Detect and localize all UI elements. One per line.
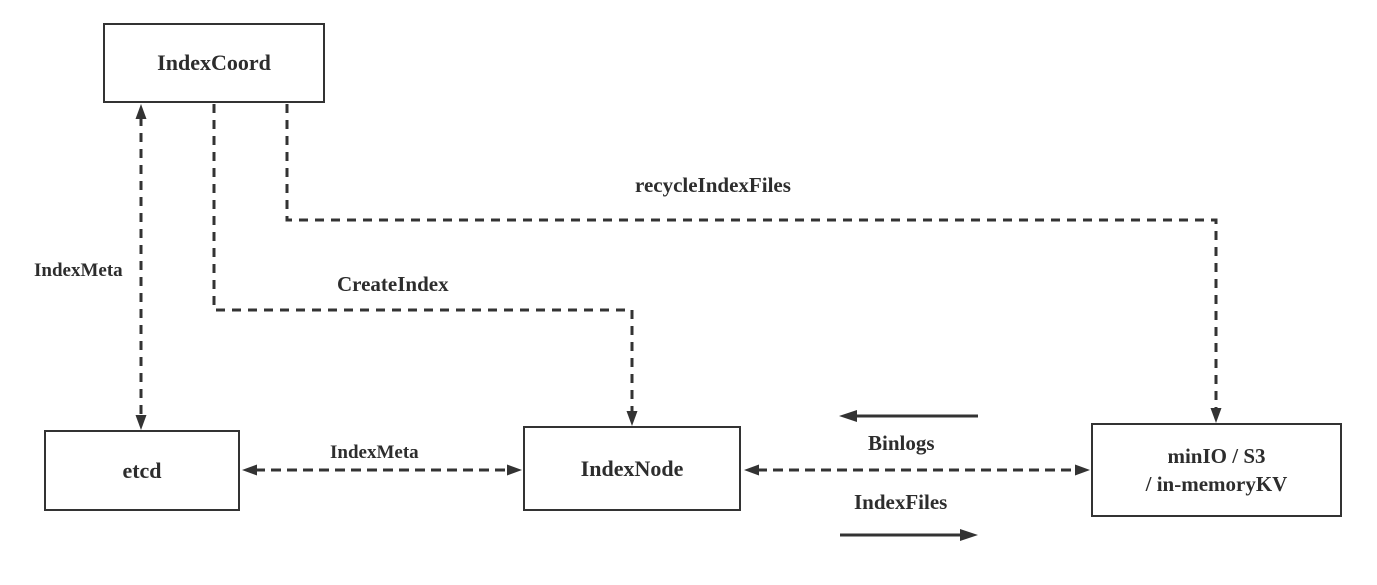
arrowhead-down-storage [1210, 408, 1222, 423]
node-etcd-label: etcd [122, 457, 162, 483]
edge-label-binlogs: Binlogs [868, 431, 935, 455]
arrowhead-up-indexcoord [135, 104, 147, 119]
node-indexcoord: IndexCoord [103, 23, 325, 103]
edge-recycleindexfiles [285, 104, 1218, 410]
edge-label-createindex: CreateIndex [337, 272, 449, 296]
node-indexnode-label: IndexNode [580, 455, 684, 481]
arrowhead-right-storage [1075, 464, 1090, 476]
node-storage: minIO / S3 / in-memoryKV [1091, 423, 1342, 517]
edge-label-recycleindexfiles: recycleIndexFiles [635, 173, 791, 197]
arrowhead-left-indexnode [744, 464, 759, 476]
arrowhead-right-indexnode [507, 464, 522, 476]
node-indexnode: IndexNode [523, 426, 741, 511]
node-storage-label-line2: / in-memoryKV [1145, 472, 1288, 496]
node-indexcoord-label: IndexCoord [157, 50, 271, 76]
edge-label-indexfiles: IndexFiles [854, 490, 948, 514]
arrowhead-down-indexnode [626, 411, 638, 426]
arrowhead-right-indexfiles [960, 529, 978, 541]
node-etcd: etcd [44, 430, 240, 511]
arrowhead-left-binlogs [839, 410, 857, 422]
edge-label-indexmeta-horizontal: IndexMeta [330, 442, 419, 463]
edge-label-indexmeta-vertical: IndexMeta [34, 260, 123, 281]
edge-createindex [212, 104, 634, 413]
arrowhead-down-etcd [135, 415, 147, 430]
node-storage-label-line1: minIO / S3 [1167, 443, 1266, 468]
arrowhead-left-etcd [242, 464, 257, 476]
